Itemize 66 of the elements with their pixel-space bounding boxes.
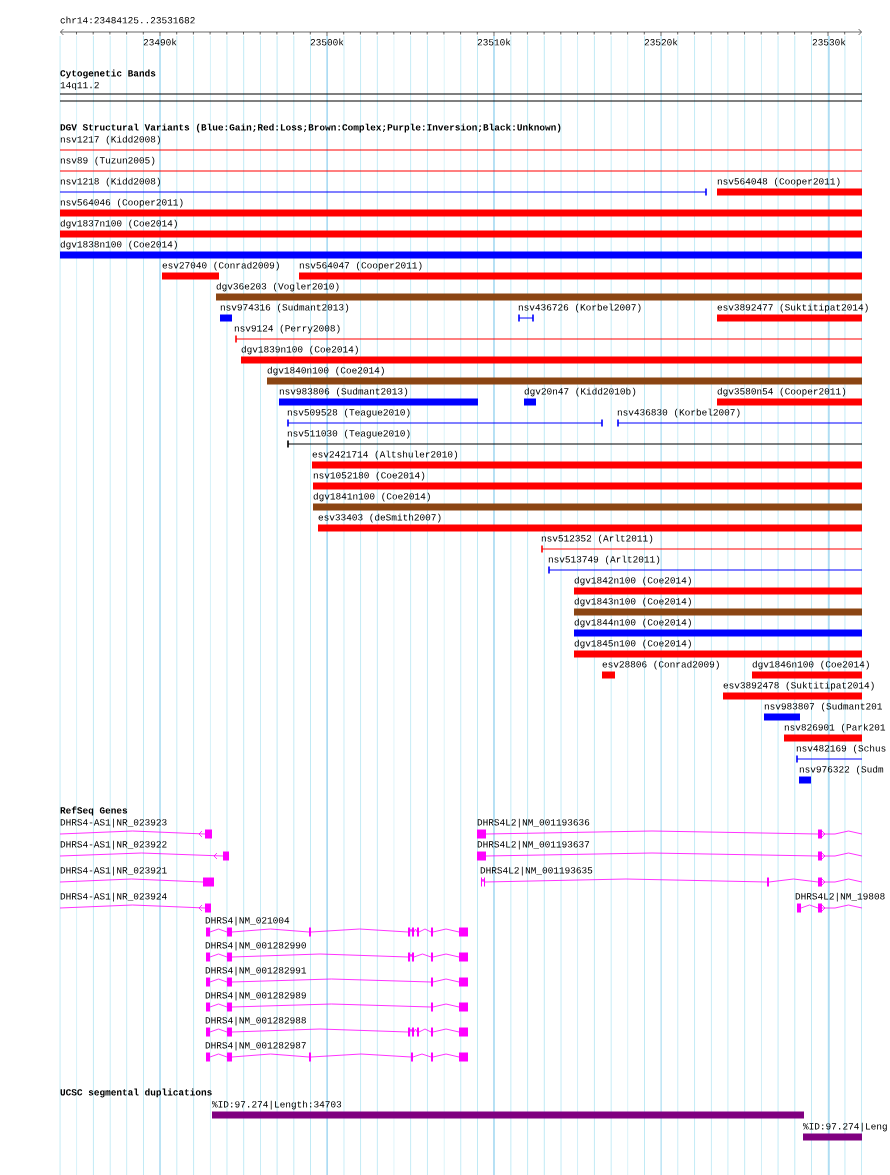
variant-label: esv3892477 (Suktitipat2014) bbox=[717, 303, 868, 313]
duplication-label: %ID:97.274|Length:34703 bbox=[212, 1100, 342, 1110]
variant-label: nsv983806 (Sudmant2013) bbox=[279, 387, 408, 397]
gene-label: DHRS4-AS1|NR_023923 bbox=[60, 818, 167, 828]
gene-label: DHRS4-AS1|NR_023921 bbox=[60, 866, 167, 876]
gene-label: DHRS4L2|NM_001193635 bbox=[480, 866, 593, 876]
variant-label: nsv436726 (Korbel2007) bbox=[518, 303, 641, 313]
band-label: 14q11.2 bbox=[60, 81, 99, 91]
variant-label: nsv974316 (Sudmant2013) bbox=[220, 303, 349, 313]
gene-label: DHRS4L2|NM_19808 bbox=[795, 892, 885, 902]
variant-label: nsv511030 (Teague2010) bbox=[287, 429, 410, 439]
gene-label: DHRS4|NM_021004 bbox=[205, 916, 290, 926]
variant-label: esv27040 (Conrad2009) bbox=[162, 261, 279, 271]
variant-label: nsv9124 (Perry2008) bbox=[234, 324, 340, 334]
tick-label: 23510k bbox=[477, 38, 511, 46]
variant-label: dgv1843n100 (Coe2014) bbox=[574, 597, 691, 607]
gene-label: DHRS4|NM_001282989 bbox=[205, 991, 306, 1001]
variant-label: esv28806 (Conrad2009) bbox=[602, 660, 719, 670]
gene-label: DHRS4-AS1|NR_023924 bbox=[60, 892, 167, 902]
variant-label: nsv826901 (Park201 bbox=[784, 723, 886, 733]
variant-label: nsv482169 (Schus bbox=[796, 744, 886, 754]
duplication-label: %ID:97.274|Leng bbox=[803, 1122, 887, 1132]
variant-label: nsv1052180 (Coe2014) bbox=[313, 471, 425, 481]
variant-label: nsv89 (Tuzun2005) bbox=[60, 156, 155, 166]
variant-label: nsv513749 (Arlt2011) bbox=[548, 555, 660, 565]
tick-label: 23520k bbox=[644, 38, 678, 46]
gene-label: DHRS4-AS1|NR_023922 bbox=[60, 840, 167, 850]
variant-label: nsv512352 (Arlt2011) bbox=[541, 534, 653, 544]
variant-label: nsv564046 (Cooper2011) bbox=[60, 198, 183, 208]
variant-label: esv3892478 (Suktitipat2014) bbox=[723, 681, 874, 691]
track-heading: Cytogenetic Bands bbox=[60, 69, 156, 79]
variant-label: dgv1846n100 (Coe2014) bbox=[752, 660, 869, 670]
variant-label: nsv1217 (Kidd2008) bbox=[60, 135, 160, 145]
variant-label: dgv1841n100 (Coe2014) bbox=[313, 492, 430, 502]
variant-label: dgv36e203 (Vogler2010) bbox=[216, 282, 339, 292]
variant-label: esv33403 (deSmith2007) bbox=[318, 513, 441, 523]
region-title: chr14:23484125..23531682 bbox=[60, 16, 195, 24]
tick-label: 23490k bbox=[143, 38, 177, 46]
variant-label: dgv3580n54 (Cooper2011) bbox=[717, 387, 846, 397]
gene-label: DHRS4L2|NM_001193636 bbox=[477, 818, 590, 828]
variant-label: dgv1845n100 (Coe2014) bbox=[574, 639, 691, 649]
variant-label: dgv1838n100 (Coe2014) bbox=[60, 240, 177, 250]
variant-label: nsv436830 (Korbel2007) bbox=[617, 408, 740, 418]
variant-label: dgv1837n100 (Coe2014) bbox=[60, 219, 177, 229]
variant-label: esv2421714 (Altshuler2010) bbox=[312, 450, 458, 460]
variant-label: dgv1842n100 (Coe2014) bbox=[574, 576, 691, 586]
gene-label: DHRS4L2|NM_001193637 bbox=[477, 840, 590, 850]
variant-label: dgv1840n100 (Coe2014) bbox=[267, 366, 384, 376]
tick-label: 23500k bbox=[310, 38, 344, 46]
track-heading: UCSC segmental duplications bbox=[60, 1088, 212, 1098]
variant-label: nsv509528 (Teague2010) bbox=[287, 408, 410, 418]
variant-label: nsv1218 (Kidd2008) bbox=[60, 177, 160, 187]
variant-label: dgv1839n100 (Coe2014) bbox=[241, 345, 358, 355]
track-heading: DGV Structural Variants (Blue:Gain;Red:Loss;Brown:Complex;Purple:Inversion;Black:Unknown) bbox=[60, 123, 561, 133]
variant-label: nsv976322 (Sudm bbox=[799, 765, 884, 775]
gene-label: DHRS4|NM_001282987 bbox=[205, 1041, 306, 1051]
gene-label: DHRS4|NM_001282991 bbox=[205, 966, 307, 976]
track-heading: RefSeq Genes bbox=[60, 806, 128, 816]
gene-label: DHRS4|NM_001282988 bbox=[205, 1016, 306, 1026]
variant-label: dgv20n47 (Kidd2010b) bbox=[524, 387, 636, 397]
variant-label: dgv1844n100 (Coe2014) bbox=[574, 618, 691, 628]
variant-label: nsv983807 (Sudmant201 bbox=[764, 702, 882, 712]
variant-label: nsv564048 (Cooper2011) bbox=[717, 177, 840, 187]
gene-label: DHRS4|NM_001282990 bbox=[205, 941, 306, 951]
tick-label: 23530k bbox=[812, 38, 846, 46]
variant-label: nsv564047 (Cooper2011) bbox=[299, 261, 422, 271]
